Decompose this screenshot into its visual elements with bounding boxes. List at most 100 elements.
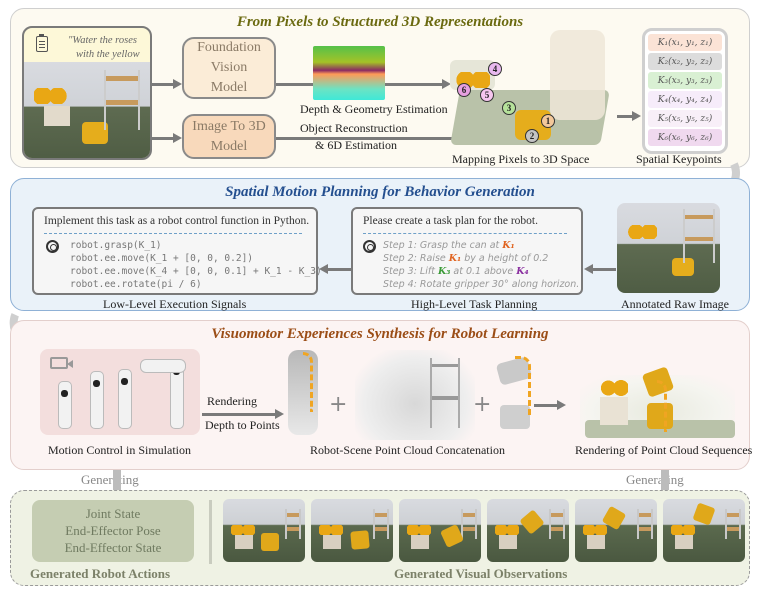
shelf	[725, 509, 741, 539]
input-image-card: "Water the roses with the yellow can"	[22, 26, 152, 160]
dialog-divider	[44, 233, 302, 234]
watering-can	[692, 502, 716, 526]
observation-frame	[399, 499, 481, 562]
clipboard-icon	[36, 34, 48, 52]
trajectory-arrow	[657, 380, 667, 432]
high-level-prompt: Please create a task plan for the robot.	[363, 215, 538, 227]
arrow-plan-to-code	[327, 268, 351, 271]
dialog-divider	[363, 233, 567, 234]
shelf	[637, 509, 653, 539]
generating-label-right: Generating	[626, 472, 684, 487]
keypoint-item: K₆(x₆, y₆, z₆)	[648, 129, 722, 146]
arrow-head	[173, 79, 182, 89]
keypoint-item: K₄(x₄, y₄, z₄)	[648, 91, 722, 108]
low-level-dialog: Implement this task as a robot control f…	[32, 207, 322, 295]
shelf	[285, 509, 301, 539]
flower-box	[411, 535, 429, 549]
observation-frame	[575, 499, 657, 562]
keypoint-marker-1: 1	[541, 114, 555, 128]
sunflowers	[583, 525, 607, 535]
yellow-watering-can	[82, 122, 108, 144]
panel-title-structured-3d: From Pixels to Structured 3D Representat…	[236, 14, 524, 30]
arrow-head	[275, 409, 284, 419]
depth-to-points-label: Depth to Points	[205, 418, 280, 432]
sunflowers	[231, 525, 255, 535]
gpt-icon	[363, 240, 376, 253]
image-to-3d-model-box: Image To 3D Model	[182, 114, 276, 159]
keypoint-item: K₃(x₃, y₃, z₃)	[648, 72, 722, 89]
plan-step-2: Step 2: Raise K₁ by a height of 0.2	[383, 253, 549, 264]
low-level-prompt: Implement this task as a robot control f…	[44, 215, 310, 227]
trajectory-arrow	[515, 356, 531, 416]
simulation-caption: Motion Control in Simulation	[48, 443, 192, 457]
rendering-label: Rendering	[207, 394, 257, 408]
annotated-raw-image	[617, 203, 720, 293]
arrow-depth-to-mapping	[385, 83, 443, 86]
keypoint-marker-3: 3	[502, 101, 516, 115]
keypoint-marker-4: 4	[488, 62, 502, 76]
robot-point-cloud	[288, 350, 318, 435]
input-scene-photo	[24, 62, 150, 158]
watering-can	[519, 509, 545, 535]
shelf	[104, 70, 140, 130]
action-joint-state: Joint State	[85, 506, 141, 521]
robot-arm	[58, 381, 72, 429]
watering-can	[350, 530, 370, 550]
code-line: robot.ee.rotate(pi / 6)	[70, 279, 202, 290]
sunflowers	[671, 525, 695, 535]
generating-label-left: Generating	[81, 472, 139, 487]
flower-box	[235, 535, 253, 549]
keypoint-marker-6: 6	[457, 83, 471, 97]
keypoint-marker-2: 2	[525, 129, 539, 143]
arrow-recon-to-mapping	[276, 137, 504, 140]
low-level-caption: Low-Level Execution Signals	[103, 297, 247, 311]
plus-sign: +	[329, 392, 348, 417]
mapping-caption: Mapping Pixels to 3D Space	[452, 152, 590, 166]
gpt-icon	[46, 240, 59, 253]
generating-arrow-right	[661, 470, 669, 492]
generated-observations-title: Generated Visual Observations	[394, 566, 568, 581]
high-level-caption: High-Level Task Planning	[411, 297, 538, 311]
recon-caption-line1: Object Reconstruction	[300, 121, 408, 135]
flower-box	[44, 106, 70, 126]
keypoint-item: K₅(x₅, y₅, z₅)	[648, 110, 722, 127]
plus-sign: +	[473, 392, 492, 417]
robot-arm	[90, 371, 104, 429]
code-line: robot.grasp(K_1)	[70, 240, 162, 251]
arrow-head	[173, 133, 182, 143]
trajectory-arrow	[303, 352, 313, 412]
sunflowers	[495, 525, 519, 535]
sunflowers	[319, 525, 343, 535]
video-camera-icon	[50, 357, 73, 369]
plan-step-1: Step 1: Grasp the can at K₁	[383, 240, 515, 251]
depth-map-image	[313, 46, 385, 100]
generated-actions-title: Generated Robot Actions	[30, 566, 171, 581]
foundation-vision-model-box: Foundation Vision Model	[182, 37, 276, 99]
observation-frame	[311, 499, 393, 562]
scene-point-cloud	[355, 350, 475, 440]
simulation-view	[40, 349, 200, 435]
depth-caption: Depth & Geometry Estimation	[300, 102, 448, 116]
concat-caption: Robot-Scene Point Cloud Concatenation	[310, 443, 505, 457]
arrow-head	[319, 264, 328, 274]
code-line: robot.ee.move(K_1 + [0, 0, 0.2])	[70, 253, 254, 264]
spatial-keypoints-list: K₁(x₁, y₁, z₁)K₂(x₂, y₂, z₂)K₃(x₃, y₃, z…	[642, 28, 728, 154]
action-ee-state: End-Effector State	[64, 540, 162, 555]
arrow-mapping-to-keypoints	[617, 115, 633, 118]
divider	[209, 500, 212, 564]
plan-step-3: Step 3: Lift K₃ at 0.1 above K₄	[383, 266, 529, 277]
action-ee-pose: End-Effector Pose	[65, 523, 161, 538]
keypoint-marker-5: 5	[480, 88, 494, 102]
generating-arrow-left	[113, 470, 121, 492]
arrow-render	[202, 413, 276, 416]
flower-box	[499, 535, 517, 549]
arrow-to-depth	[276, 83, 314, 86]
flower-box	[675, 535, 693, 549]
shelf	[549, 509, 565, 539]
recon-caption-line2: & 6D Estimation	[315, 138, 397, 152]
shelf	[373, 509, 389, 539]
arrow-to-image3d	[152, 137, 174, 140]
arrow-image-to-plan	[592, 268, 616, 271]
panel-title-motion-planning: Spatial Motion Planning for Behavior Gen…	[225, 184, 535, 200]
flower-box	[323, 535, 341, 549]
